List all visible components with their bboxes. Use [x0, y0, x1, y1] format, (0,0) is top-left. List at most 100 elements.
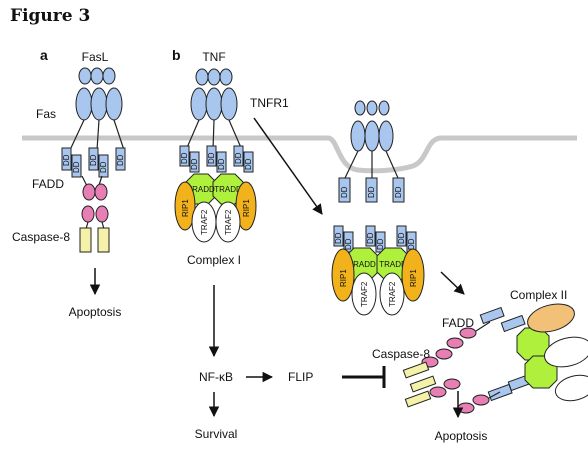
traf2 [554, 374, 588, 402]
rip1 [527, 303, 575, 333]
caspase8-a [79, 221, 110, 253]
panel-a-letter: a [40, 47, 48, 63]
released-complex: DD DD DD DD DD DD TRADD TRADD RIP1 RIP1 … [331, 225, 425, 316]
traf2 [379, 272, 405, 316]
death-domain [396, 225, 407, 247]
dd-label: DD [394, 186, 403, 198]
caspase8-subunit [404, 390, 432, 408]
tnfr1-extracellular-domain [350, 120, 366, 152]
dd-label: DD [217, 158, 226, 170]
fasl-label: FasL [82, 50, 109, 64]
tnfr1-extracellular-domain [205, 87, 223, 121]
fadd-domain [435, 348, 453, 360]
caspase8-subunit [409, 375, 437, 393]
tradd [212, 173, 244, 205]
survival-label: Survival [195, 427, 238, 441]
tnfr1-extracellular-domain [220, 87, 238, 121]
panel-a: a FasL Fas DD DD DD DD D [12, 47, 126, 319]
fadd-domain [94, 183, 108, 201]
complex-1: DD DD DD DD DD DD TRADD TRADD RIP1 RIP1 … [174, 145, 257, 243]
caspase8-subunit [97, 227, 110, 253]
connector-line [113, 119, 125, 151]
tnfr1-receptor [185, 87, 243, 151]
rip1-label: RIP1 [409, 269, 418, 287]
dd-label: DD [99, 161, 108, 173]
death-domain [71, 154, 82, 178]
tnfr1-label: TNFR1 [250, 96, 289, 110]
fadd-domain [81, 205, 95, 223]
fas-receptor [69, 87, 125, 151]
traf2 [544, 336, 588, 368]
traf2 [351, 272, 377, 316]
death-domain [216, 151, 227, 173]
dd-label: DD [397, 232, 406, 244]
rip1-label: RIP1 [181, 199, 190, 217]
connector-line [385, 150, 399, 179]
flip-inhibition [342, 366, 386, 388]
fas-extracellular-domain [105, 87, 123, 121]
internalized-tnfr1: DD DD DD [338, 100, 405, 203]
traf2-label: TRAF2 [224, 209, 233, 235]
caspase8-label-b: Caspase-8 [372, 347, 430, 361]
dd-label: DD [62, 154, 71, 166]
arrow-to-complex2 [440, 271, 465, 295]
death-domain [365, 177, 378, 203]
death-domain [189, 151, 200, 173]
dd-label: DD [344, 238, 353, 250]
fadd-label-b: FADD [442, 316, 474, 330]
fadd-domain [459, 327, 477, 339]
dd-label: DD [207, 152, 216, 164]
caspase8-subunit [79, 227, 92, 253]
tnfr1-extracellular-domain [364, 120, 380, 152]
rip1 [401, 248, 425, 302]
fas-extracellular-domain [75, 87, 93, 121]
rip1-label: RIP1 [242, 199, 251, 217]
death-domain [333, 225, 344, 247]
dd-label: DD [367, 186, 376, 198]
nfkb-label: NF-κB [199, 370, 233, 384]
tnf-subunit [354, 100, 366, 116]
rip1 [174, 181, 196, 231]
caspase8-subunit [402, 361, 430, 379]
panel-b-letter: b [172, 47, 181, 63]
arrow-internalization [253, 117, 323, 215]
dd-label: DD [89, 154, 98, 166]
connector-line [185, 119, 200, 151]
fadd-label-a: FADD [32, 177, 64, 191]
tnfr1-extracellular-domain [378, 120, 394, 152]
fasl-subunit [78, 67, 92, 85]
caspase8-label-a: Caspase-8 [12, 230, 70, 244]
tnf-label: TNF [202, 50, 225, 64]
death-domain [115, 147, 126, 171]
fasl-subunit [102, 67, 116, 85]
fas-death-domains: DD DD DD DD DD [61, 147, 126, 178]
dd-label: DD [407, 238, 416, 250]
death-domain [61, 147, 72, 171]
death-domain [233, 145, 244, 167]
fadd-domain [446, 337, 464, 349]
tradd-label: TRADD [214, 185, 242, 194]
connector-line [69, 119, 85, 151]
complex2-label: Complex II [510, 288, 567, 302]
tnf-subunit [366, 100, 378, 116]
fasl-subunit [90, 67, 104, 85]
cell-membrane [22, 135, 577, 174]
connector-line [488, 391, 501, 399]
tnf-subunit [378, 100, 390, 116]
death-domain [500, 314, 526, 333]
connector-line [228, 119, 243, 151]
dd-label: DD [244, 158, 253, 170]
tnf-trimer [195, 68, 233, 86]
traf2-label: TRAF2 [200, 209, 209, 235]
figure-title: Figure 3 [10, 6, 91, 26]
tradd-label: TRADD [379, 260, 407, 269]
rip1-label: RIP1 [339, 269, 348, 287]
connector-line [344, 150, 359, 179]
tradd-label: TRADD [187, 185, 215, 194]
dd-label: DD [340, 186, 349, 198]
tnf-subunit [195, 68, 209, 86]
dd-label: DD [180, 152, 189, 164]
death-domain [179, 145, 190, 167]
connector-line [96, 119, 100, 151]
